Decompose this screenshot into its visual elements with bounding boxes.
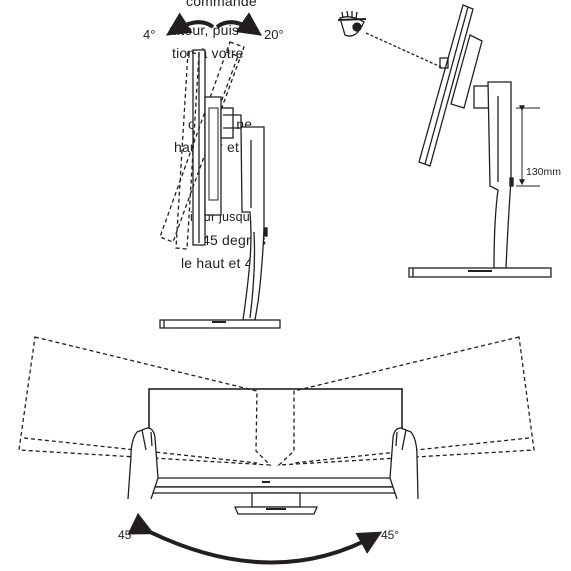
monitor-swiveled-right (277, 336, 535, 466)
text-fragment: le haut et 4 (181, 255, 253, 271)
height-figure (337, 4, 552, 278)
tilt-back-label: 4° (143, 27, 155, 42)
stand-base (159, 319, 281, 329)
tilt-forward-label: 20° (264, 27, 284, 42)
text-fragment: tion à votre (172, 45, 244, 61)
eye-icon (337, 10, 367, 37)
tilt-figure (159, 12, 281, 329)
monitor-tilted-back (175, 51, 200, 250)
tilt-arrow-left (165, 12, 215, 36)
swivel-arrow (127, 512, 383, 565)
height-range-label: 130mm (526, 166, 561, 178)
swivel-figure (18, 336, 535, 565)
monitor-swiveled-left (18, 336, 272, 466)
hand-right (389, 427, 419, 500)
text-fragment: commande (186, 0, 257, 9)
stand-neck (487, 81, 512, 269)
monitor-tilted-forward (159, 41, 245, 243)
stand-base (408, 267, 552, 278)
sight-line (365, 32, 442, 68)
hand-left (127, 427, 159, 500)
stand-neck (251, 492, 301, 508)
stand-neck (240, 126, 265, 321)
text-fragment: 45 degrés (202, 232, 267, 248)
monitor-front (148, 388, 403, 488)
swivel-right-label: 45° (381, 528, 399, 542)
swivel-left-label: 45° (118, 528, 136, 542)
tilt-arrow-right (215, 12, 262, 36)
